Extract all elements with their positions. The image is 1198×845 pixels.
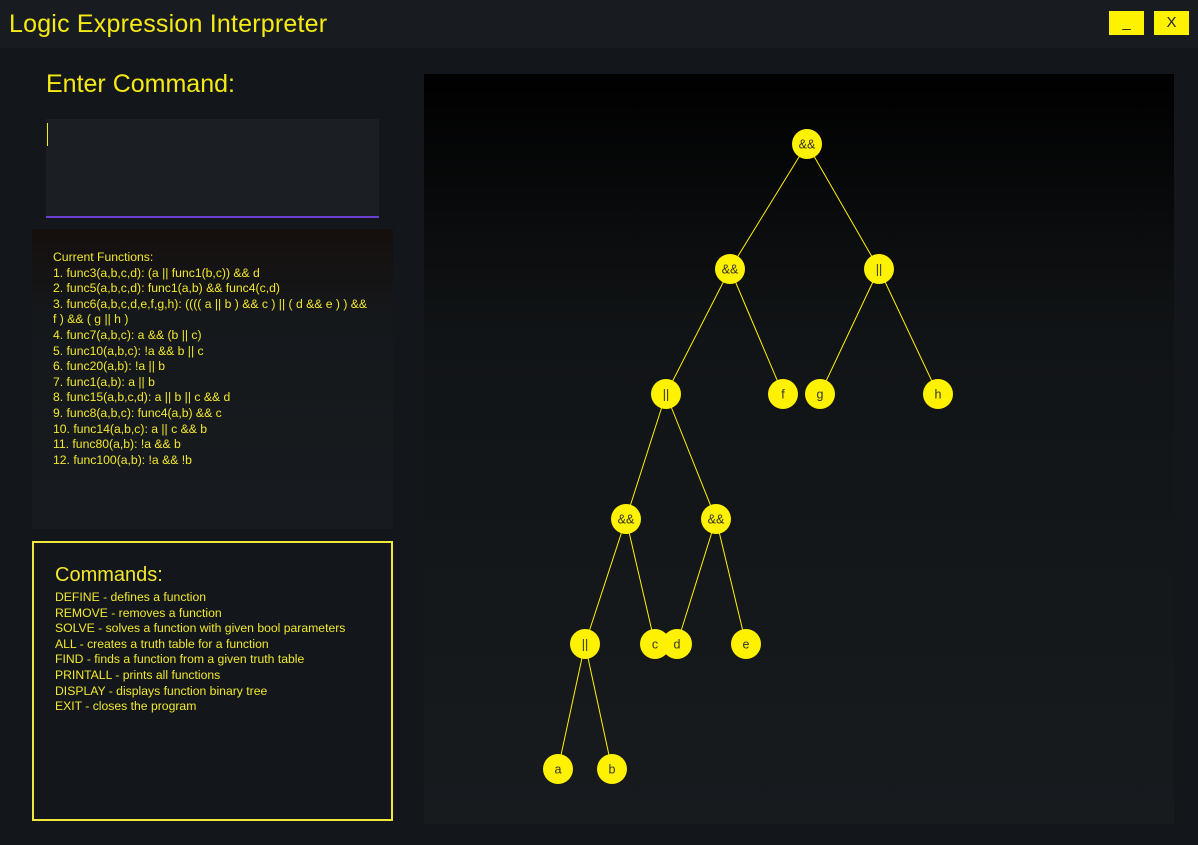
tree-node-circle bbox=[768, 379, 798, 409]
tree-edge bbox=[584, 643, 613, 770]
tree-node: d bbox=[662, 629, 692, 659]
function-item: 11. func80(a,b): !a && b bbox=[53, 437, 181, 452]
function-item: 3. func6(a,b,c,d,e,f,g,h): (((( a || b )… bbox=[53, 296, 368, 327]
command-help-item: REMOVE - removes a function bbox=[55, 605, 222, 620]
tree-edge bbox=[665, 268, 731, 395]
tree-node-label: d bbox=[674, 638, 681, 652]
command-help-item: ALL - creates a truth table for a functi… bbox=[55, 636, 269, 651]
command-help-item: SOLVE - solves a function with given boo… bbox=[55, 621, 346, 636]
command-help-item: DEFINE - defines a function bbox=[55, 590, 207, 604]
tree-node-circle bbox=[611, 504, 641, 534]
tree-node: a bbox=[543, 754, 573, 784]
tree-node-circle bbox=[923, 379, 953, 409]
function-item: 7. func1(a,b): a || b bbox=[53, 374, 155, 389]
tree-node: || bbox=[570, 629, 600, 659]
tree-node-label: g bbox=[817, 388, 824, 402]
command-help-item: EXIT - closes the program bbox=[55, 699, 197, 714]
tree-node-label: || bbox=[582, 638, 589, 652]
tree-node-label: || bbox=[876, 263, 883, 277]
minimize-button[interactable]: _ bbox=[1109, 11, 1144, 35]
tree-node-circle bbox=[570, 629, 600, 659]
tree-node: e bbox=[731, 629, 761, 659]
functions-header: Current Functions: bbox=[53, 250, 154, 264]
title-bar: Logic Expression Interpreter _ X bbox=[0, 0, 1198, 48]
tree-edge bbox=[676, 518, 717, 645]
command-input-container[interactable] bbox=[46, 119, 379, 218]
function-item: 4. func7(a,b,c): a && (b || c) bbox=[53, 327, 202, 342]
tree-edge bbox=[819, 268, 880, 395]
tree-node-circle bbox=[792, 129, 822, 159]
commands-title: Commands: bbox=[55, 564, 163, 586]
tree-node-circle bbox=[805, 379, 835, 409]
current-functions-panel: Current Functions: 1. func3(a,b,c,d): (a… bbox=[32, 229, 393, 529]
tree-edge bbox=[715, 518, 747, 645]
tree-node: || bbox=[864, 254, 894, 284]
tree-node-label: && bbox=[618, 513, 635, 527]
command-help-item: PRINTALL - prints all functions bbox=[55, 667, 221, 682]
tree-edge bbox=[729, 268, 784, 395]
tree-node-label: f bbox=[781, 388, 785, 402]
function-item: 5. func10(a,b,c): !a && b || c bbox=[53, 343, 204, 358]
function-item: 12. func100(a,b): !a && !b bbox=[53, 452, 192, 467]
function-item: 9. func8(a,b,c): func4(a,b) && c bbox=[53, 405, 222, 420]
tree-node-circle bbox=[864, 254, 894, 284]
tree-node-label: b bbox=[609, 763, 616, 777]
tree-edges bbox=[557, 143, 939, 770]
tree-node-label: && bbox=[708, 513, 725, 527]
tree-node-circle bbox=[715, 254, 745, 284]
tree-node: b bbox=[597, 754, 627, 784]
tree-node-circle bbox=[731, 629, 761, 659]
tree-node-label: || bbox=[663, 388, 670, 402]
tree-node: f bbox=[768, 379, 798, 409]
tree-edge bbox=[729, 143, 808, 270]
tree-node-circle bbox=[543, 754, 573, 784]
tree-edge bbox=[557, 643, 586, 770]
tree-node: && bbox=[701, 504, 731, 534]
tree-edge bbox=[625, 393, 667, 520]
tree-node: && bbox=[611, 504, 641, 534]
enter-command-label: Enter Command: bbox=[46, 70, 235, 98]
tree-node-label: && bbox=[799, 138, 816, 152]
commands-panel: Commands: DEFINE - defines a function RE… bbox=[32, 541, 393, 821]
tree-edge bbox=[625, 518, 656, 645]
tree-edge bbox=[584, 518, 627, 645]
tree-node: || bbox=[651, 379, 681, 409]
tree-edge bbox=[665, 393, 717, 520]
tree-edge bbox=[878, 268, 939, 395]
tree-node-circle bbox=[662, 629, 692, 659]
command-input[interactable] bbox=[46, 119, 379, 216]
tree-node: g bbox=[805, 379, 835, 409]
expression-tree: && && || || f g h && && || c d e a b bbox=[543, 129, 953, 784]
tree-node-circle bbox=[701, 504, 731, 534]
tree-node: h bbox=[923, 379, 953, 409]
function-item: 1. func3(a,b,c,d): (a || func1(b,c)) && … bbox=[53, 265, 260, 280]
tree-edge bbox=[806, 143, 880, 270]
tree-node: c bbox=[640, 629, 670, 659]
function-item: 8. func15(a,b,c,d): a || b || c && d bbox=[53, 390, 231, 405]
binary-tree-canvas: && && || || f g h && && || c d e a b bbox=[424, 74, 1174, 824]
close-button[interactable]: X bbox=[1154, 11, 1189, 35]
tree-node-circle bbox=[640, 629, 670, 659]
app-title: Logic Expression Interpreter bbox=[9, 10, 328, 38]
tree-node: && bbox=[715, 254, 745, 284]
tree-node-circle bbox=[597, 754, 627, 784]
tree-node-label: c bbox=[652, 638, 658, 652]
tree-node: && bbox=[792, 129, 822, 159]
tree-node-label: h bbox=[935, 388, 942, 402]
function-item: 6. func20(a,b): !a || b bbox=[53, 359, 166, 374]
command-help-item: DISPLAY - displays function binary tree bbox=[55, 683, 268, 698]
tree-node-circle bbox=[651, 379, 681, 409]
command-help-item: FIND - finds a function from a given tru… bbox=[55, 652, 305, 667]
tree-node-label: a bbox=[555, 763, 562, 777]
function-item: 10. func14(a,b,c): a || c && b bbox=[53, 421, 208, 436]
tree-node-label: e bbox=[743, 638, 750, 652]
function-item: 2. func5(a,b,c,d): func1(a,b) && func4(c… bbox=[53, 281, 280, 296]
tree-node-label: && bbox=[722, 263, 739, 277]
